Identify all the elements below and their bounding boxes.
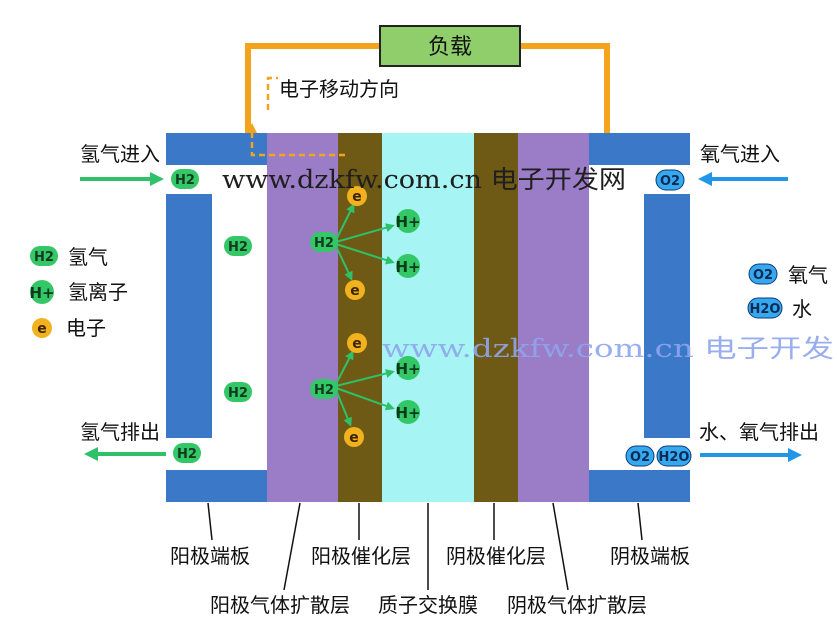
- svg-text:H+: H+: [29, 284, 54, 302]
- o2-badge-inlet: O2: [655, 169, 685, 191]
- svg-text:H2: H2: [177, 447, 197, 462]
- svg-text:H2O: H2O: [659, 450, 690, 465]
- svg-text:氢气: 氢气: [68, 245, 108, 269]
- h2-badge-inlet: H2: [171, 169, 199, 189]
- reaction-site-lower: H2 e e H+ H+: [310, 333, 421, 447]
- label-membrane: 质子交换膜: [378, 593, 478, 617]
- label-cathode-diffusion: 阴极气体扩散层: [507, 593, 647, 617]
- svg-text:O2: O2: [660, 174, 680, 189]
- svg-text:e: e: [352, 336, 362, 352]
- cathode-catalyst-layer: [474, 133, 518, 502]
- legend-hplus: H+ 氢离子: [29, 280, 128, 304]
- legend-o2: O2 氧气: [748, 263, 828, 287]
- label-cathode-catalyst: 阴极催化层: [446, 544, 546, 568]
- legend-right: O2 氧气 H2O 水: [747, 263, 828, 321]
- svg-text:H2: H2: [228, 386, 248, 401]
- svg-text:H2: H2: [314, 236, 334, 251]
- label-anode-diffusion: 阳极气体扩散层: [210, 593, 350, 617]
- svg-text:H2: H2: [314, 383, 334, 398]
- svg-text:H2O: H2O: [750, 302, 781, 317]
- svg-text:e: e: [350, 283, 360, 299]
- label-anode-end-plate: 阳极端板: [170, 544, 250, 568]
- anode-gas-diffusion-layer: [267, 133, 338, 502]
- layer-labels: 阳极端板 阳极催化层 阴极催化层 阴极端板 阳极气体扩散层 质子交换膜 阴极气体…: [170, 502, 690, 617]
- svg-text:H+: H+: [395, 360, 420, 378]
- label-cathode-end-plate: 阴极端板: [610, 544, 690, 568]
- svg-text:e: e: [37, 321, 47, 337]
- oxygen-in-label: 氧气进入: [700, 142, 780, 166]
- svg-text:电子: 电子: [66, 316, 106, 340]
- svg-text:H+: H+: [395, 213, 420, 231]
- svg-text:H2: H2: [34, 250, 54, 265]
- load-box: 负载: [379, 25, 521, 67]
- load-label: 负载: [428, 35, 472, 60]
- watermark-middle: www.dzkfw.com.cn 电子开发: [382, 334, 834, 363]
- svg-text:H+: H+: [395, 258, 420, 276]
- cathode-gas-diffusion-layer: [518, 133, 589, 502]
- h2-badge-outlet: H2: [173, 443, 201, 463]
- svg-text:H2: H2: [175, 173, 195, 188]
- svg-text:氢离子: 氢离子: [68, 280, 128, 304]
- svg-text:e: e: [352, 189, 362, 205]
- svg-text:e: e: [349, 430, 359, 446]
- hydrogen-in-label: 氢气进入: [80, 142, 160, 166]
- legend-left: H2 氢气 H+ 氢离子 e 电子: [29, 245, 128, 340]
- electron-flow-path: [247, 76, 345, 157]
- svg-text:O2: O2: [630, 450, 650, 465]
- svg-text:氧气: 氧气: [788, 263, 828, 287]
- legend-h2o: H2O 水: [747, 297, 812, 321]
- legend-h2: H2 氢气: [30, 245, 108, 269]
- proton-exchange-membrane: [382, 133, 474, 502]
- watermark-top: www.dzkfw.com.cn 电子开发网: [222, 165, 626, 194]
- svg-text:水: 水: [792, 297, 812, 321]
- reaction-site-upper: H2 e e H+ H+: [310, 186, 421, 300]
- water-oxygen-out-label: 水、氧气排出: [699, 420, 819, 444]
- external-circuit-wire: [245, 43, 610, 133]
- h2-badge-channel-2: H2: [224, 382, 252, 402]
- h2o-badge-outlet: H2O: [656, 445, 692, 467]
- electron-direction-label: 电子移动方向: [279, 77, 399, 101]
- svg-text:O2: O2: [753, 268, 773, 283]
- cathode-end-plate: [589, 133, 690, 502]
- label-anode-catalyst: 阳极催化层: [311, 544, 411, 568]
- anode-end-plate: [166, 133, 267, 502]
- legend-electron: e 电子: [32, 316, 106, 340]
- svg-text:H2: H2: [228, 240, 248, 255]
- hydrogen-out-label: 氢气排出: [80, 420, 160, 444]
- svg-text:H+: H+: [395, 404, 420, 422]
- o2-badge-outlet: O2: [625, 445, 655, 467]
- h2-badge-channel-1: H2: [224, 236, 252, 256]
